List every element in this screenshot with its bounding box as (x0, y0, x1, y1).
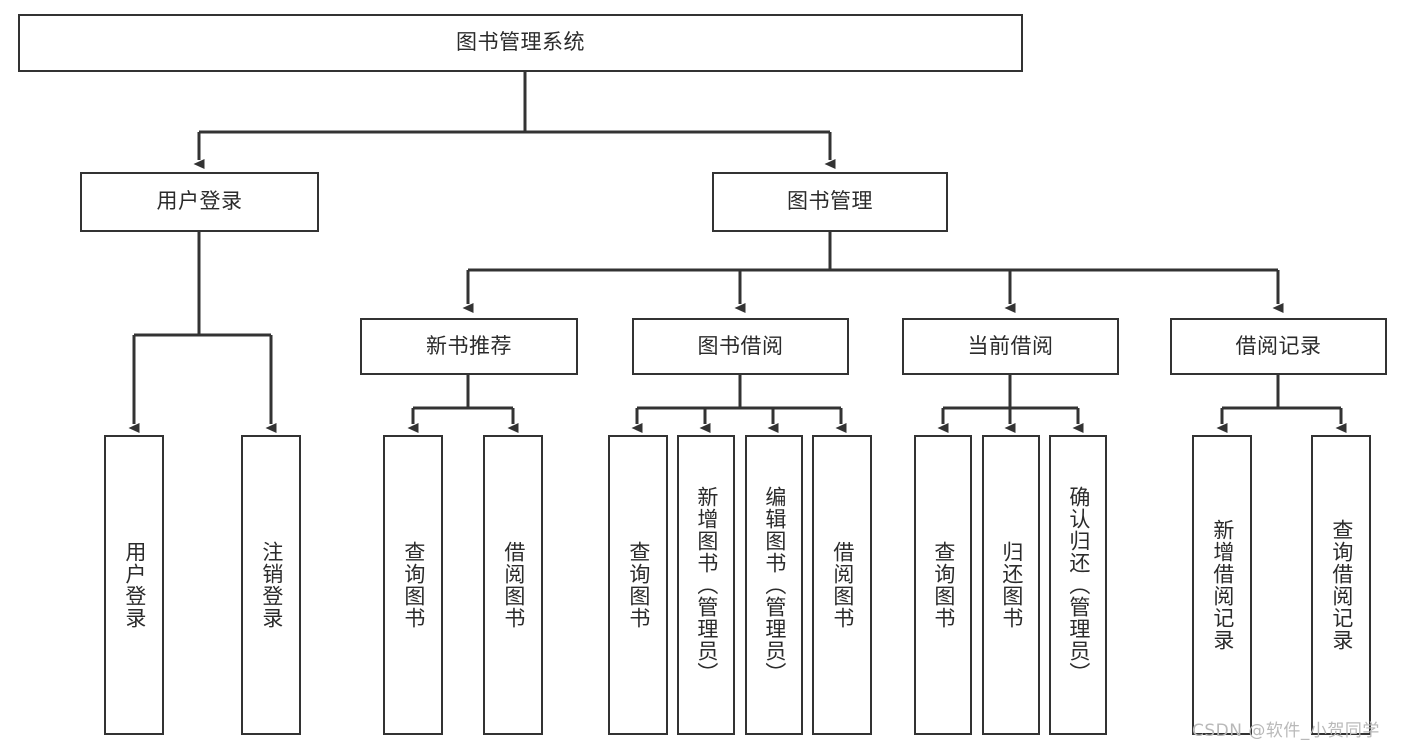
node-label: 图书管理 (787, 189, 873, 214)
node-label: 编辑图书（管理员） (762, 486, 787, 684)
leaf-record-add-record[interactable]: 新增借阅记录 (1192, 435, 1252, 735)
leaf-new-book-query[interactable]: 查询图书 (383, 435, 443, 735)
node-label: 当前借阅 (967, 333, 1054, 358)
node-book-borrow[interactable]: 图书借阅 (632, 318, 849, 375)
node-borrow-record[interactable]: 借阅记录 (1170, 318, 1387, 375)
node-label: 查询图书 (401, 541, 426, 629)
node-label: 图书借阅 (697, 333, 784, 358)
leaf-borrow-add-book-admin[interactable]: 新增图书（管理员） (677, 435, 735, 735)
leaf-current-query-book[interactable]: 查询图书 (914, 435, 972, 735)
node-label: 查询图书 (931, 541, 956, 629)
csdn-watermark: CSDN @软件_小贺同学 (1192, 721, 1380, 741)
node-label: 新增图书（管理员） (694, 486, 719, 684)
node-user-login[interactable]: 用户登录 (80, 172, 319, 232)
leaf-new-book-borrow[interactable]: 借阅图书 (483, 435, 543, 735)
leaf-current-return-book[interactable]: 归还图书 (982, 435, 1040, 735)
node-label: 用户登录 (122, 541, 147, 629)
node-label: 借阅记录 (1235, 333, 1322, 358)
node-label: 查询图书 (626, 541, 651, 629)
node-new-book-recommend[interactable]: 新书推荐 (360, 318, 578, 375)
node-label: 借阅图书 (830, 541, 855, 629)
node-label: 注销登录 (259, 541, 284, 629)
node-label: 确认归还（管理员） (1066, 486, 1091, 684)
node-label: 归还图书 (999, 541, 1024, 629)
node-label: 用户登录 (156, 189, 243, 214)
leaf-borrow-borrow-book[interactable]: 借阅图书 (812, 435, 872, 735)
node-label: 图书管理系统 (456, 30, 585, 55)
leaf-record-query-record[interactable]: 查询借阅记录 (1311, 435, 1371, 735)
leaf-user-login-login[interactable]: 用户登录 (104, 435, 164, 735)
leaf-user-login-logout[interactable]: 注销登录 (241, 435, 301, 735)
leaf-borrow-edit-book-admin[interactable]: 编辑图书（管理员） (745, 435, 803, 735)
leaf-current-confirm-return-admin[interactable]: 确认归还（管理员） (1049, 435, 1107, 735)
node-label: 查询借阅记录 (1329, 519, 1354, 651)
node-root-book-management-system[interactable]: 图书管理系统 (18, 14, 1023, 72)
node-label: 新书推荐 (426, 333, 512, 358)
leaf-borrow-query-book[interactable]: 查询图书 (608, 435, 668, 735)
node-book-management[interactable]: 图书管理 (712, 172, 948, 232)
node-current-borrow[interactable]: 当前借阅 (902, 318, 1119, 375)
node-label: 借阅图书 (501, 541, 526, 629)
node-label: 新增借阅记录 (1210, 519, 1235, 651)
